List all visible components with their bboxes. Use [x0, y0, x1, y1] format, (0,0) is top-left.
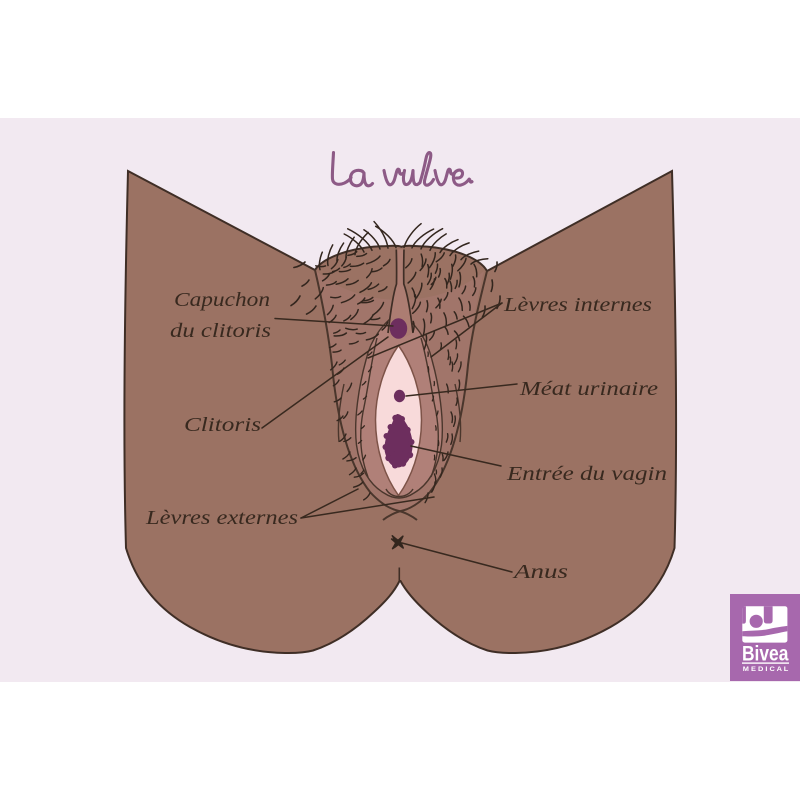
svg-text:Capuchon: Capuchon: [174, 290, 270, 311]
svg-text:Méat urinaire: Méat urinaire: [519, 379, 659, 400]
svg-text:Entrée du vagin: Entrée du vagin: [506, 464, 667, 485]
svg-text:Lèvres internes: Lèvres internes: [503, 295, 652, 316]
svg-text:Bivea: Bivea: [742, 643, 789, 666]
svg-text:du clitoris: du clitoris: [170, 321, 271, 342]
svg-text:Anus: Anus: [511, 562, 568, 583]
svg-text:Clitoris: Clitoris: [184, 415, 261, 436]
svg-text:Lèvres externes: Lèvres externes: [145, 508, 298, 529]
svg-text:M E D I C A L: M E D I C A L: [743, 666, 789, 673]
